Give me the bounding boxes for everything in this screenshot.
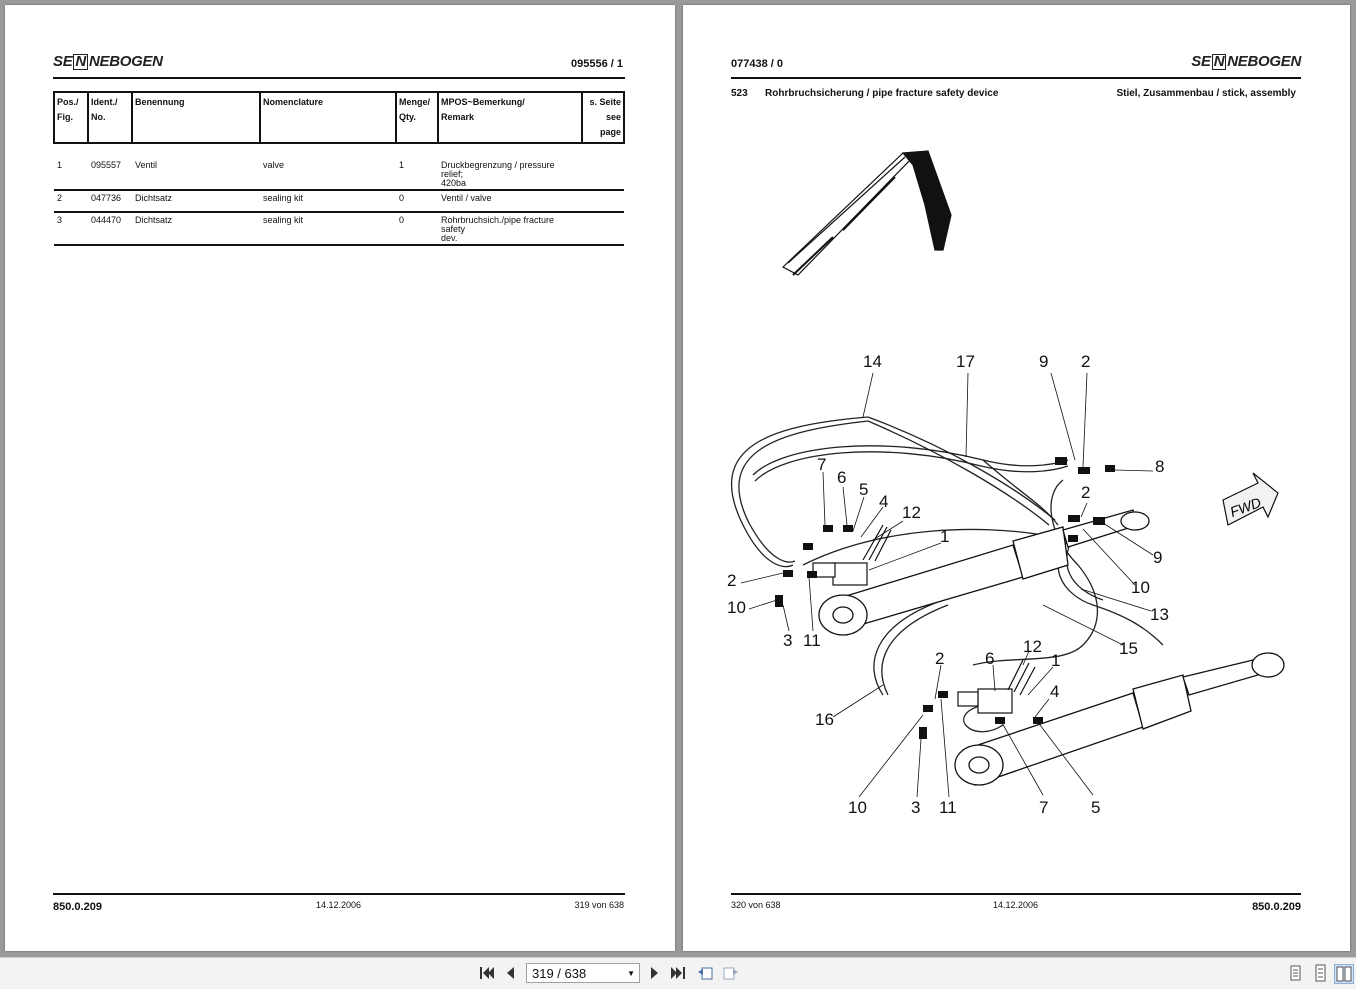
fittings <box>775 457 1115 739</box>
footer-rule <box>53 893 625 895</box>
single-page-view-button[interactable] <box>1286 964 1304 982</box>
callout-label: 3 <box>911 798 920 817</box>
previous-page-button[interactable] <box>502 964 520 982</box>
navigation-toolbar: 319 / 638 ▼ <box>0 957 1356 989</box>
callout-label: 3 <box>783 631 792 650</box>
callout-numbers: 14 17 9 2 7 6 5 4 12 1 8 2 9 10 13 15 2 … <box>727 352 1169 817</box>
first-page-button[interactable] <box>478 964 496 982</box>
callout-label: 11 <box>939 798 957 817</box>
footer-code: 850.0.209 <box>1252 901 1301 913</box>
footer-date: 14.12.2006 <box>316 900 362 910</box>
callout-label: 2 <box>1081 483 1090 502</box>
forward-view-button[interactable] <box>722 964 740 982</box>
assembly-title: Stiel, Zusammenbau / stick, assembly <box>1116 88 1296 99</box>
footer-page: 320 von 638 <box>731 900 781 910</box>
forward-view-icon <box>723 967 738 980</box>
column-header: Benennung <box>131 91 261 144</box>
lower-cylinder <box>954 652 1285 786</box>
callout-label: 9 <box>1039 352 1048 371</box>
back-view-icon <box>698 967 713 980</box>
callout-label: 1 <box>1051 651 1060 670</box>
last-page-icon <box>671 967 685 979</box>
next-page-button[interactable] <box>645 964 663 982</box>
stick-overview-drawing <box>781 150 952 276</box>
table-row: 1 095557 Ventil valve 1 Druckbegrenzung … <box>54 158 624 191</box>
two-page-icon <box>1336 966 1352 982</box>
fwd-arrow-icon: FWD <box>1222 472 1279 526</box>
last-page-button[interactable] <box>669 964 687 982</box>
back-view-button[interactable] <box>696 964 714 982</box>
callout-label: 10 <box>1131 578 1150 597</box>
parts-table: Pos./Fig. Ident./No. Benennung Nomenclat… <box>53 91 625 246</box>
callout-label: 2 <box>1081 352 1090 371</box>
column-header: Pos./Fig. <box>53 91 89 144</box>
page-indicator: 319 / 638 <box>532 966 587 981</box>
continuous-page-icon <box>1315 964 1326 982</box>
valve-blocks <box>812 524 1036 714</box>
first-page-icon <box>480 967 494 979</box>
callout-label: 12 <box>1023 637 1042 656</box>
table-row: 3 044470 Dichtsatz sealing kit 0 Rohrbru… <box>54 212 624 246</box>
two-page-view-button[interactable] <box>1334 964 1354 984</box>
callout-label: 17 <box>956 352 975 371</box>
callout-label: 1 <box>940 527 949 546</box>
header-rule <box>731 77 1301 79</box>
callout-label: 11 <box>803 631 821 650</box>
footer-page: 319 von 638 <box>574 900 624 910</box>
upper-cylinder <box>818 509 1150 636</box>
table-header-row: Pos./Fig. Ident./No. Benennung Nomenclat… <box>53 91 625 144</box>
callout-label: 8 <box>1155 457 1164 476</box>
footer-date: 14.12.2006 <box>993 900 1039 910</box>
document-id: 077438 / 0 <box>731 58 783 70</box>
column-header: Ident./No. <box>87 91 133 144</box>
column-header: MPOS~Bemerkung/Remark <box>437 91 583 144</box>
single-page-icon <box>1290 965 1301 981</box>
callout-label: 10 <box>727 598 746 617</box>
table-row: 2 047736 Dichtsatz sealing kit 0 Ventil … <box>54 190 624 213</box>
chevron-down-icon[interactable]: ▼ <box>627 969 635 978</box>
hose-lines <box>730 416 1164 733</box>
column-header: Nomenclature <box>259 91 397 144</box>
footer-rule <box>731 893 1301 895</box>
callout-label: 15 <box>1119 639 1138 658</box>
callout-label: 10 <box>848 798 867 817</box>
section-number: 523 <box>731 88 748 99</box>
leader-lines <box>740 372 1154 798</box>
callout-label: 12 <box>902 503 921 522</box>
next-page-icon <box>651 967 658 979</box>
exploded-diagram: FWD 14 17 9 2 7 6 5 4 12 1 8 2 9 10 13 1… <box>727 150 1285 817</box>
callout-label: 9 <box>1153 548 1162 567</box>
page-number-field[interactable]: 319 / 638 ▼ <box>526 963 640 983</box>
callout-label: 5 <box>1091 798 1100 817</box>
callout-label: 6 <box>837 468 846 487</box>
footer-code: 850.0.209 <box>53 901 102 913</box>
callout-label: 5 <box>859 480 868 499</box>
header-rule <box>53 77 625 79</box>
previous-page-icon <box>507 967 514 979</box>
section-title: Rohrbruchsicherung / pipe fracture safet… <box>765 88 999 99</box>
callout-label: 6 <box>985 649 994 668</box>
document-id: 095556 / 1 <box>571 58 623 70</box>
callout-label: 4 <box>879 492 888 511</box>
callout-label: 14 <box>863 352 882 371</box>
column-header: Menge/Qty. <box>395 91 439 144</box>
callout-label: 13 <box>1150 605 1169 624</box>
continuous-view-button[interactable] <box>1311 964 1329 982</box>
callout-label: 7 <box>817 455 826 474</box>
callout-label: 4 <box>1050 682 1059 701</box>
callout-label: 2 <box>727 571 736 590</box>
callout-label: 16 <box>815 710 834 729</box>
callout-label: 2 <box>935 649 944 668</box>
callout-label: 7 <box>1039 798 1048 817</box>
